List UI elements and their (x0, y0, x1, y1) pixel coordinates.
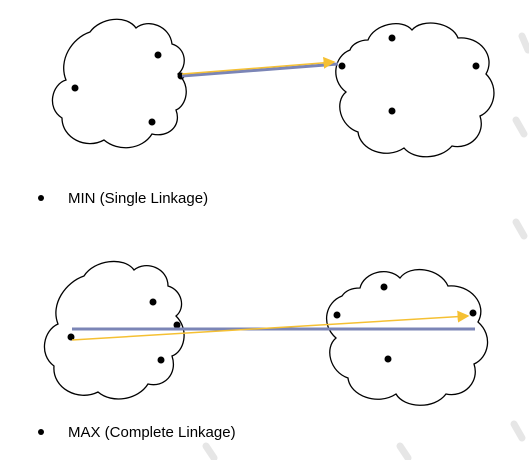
max-panel (43, 260, 489, 406)
cluster-right-bottom (325, 268, 489, 406)
link-blue (181, 62, 339, 78)
link-yellow (71, 310, 470, 341)
min-panel (51, 18, 495, 158)
caption-max-text: MAX (Complete Linkage) (68, 424, 236, 441)
cluster-right-top (335, 22, 495, 158)
point (388, 34, 396, 42)
point (388, 107, 396, 115)
point (67, 333, 75, 341)
point (157, 356, 165, 364)
point (154, 51, 162, 59)
cluster-left-bottom (43, 260, 185, 400)
point (149, 298, 157, 306)
bullet-icon (38, 429, 44, 436)
point (173, 321, 181, 329)
caption-max-complete-linkage: MAX (Complete Linkage) (38, 424, 236, 441)
link-yellow (181, 56, 336, 75)
caption-min-text: MIN (Single Linkage) (68, 190, 209, 207)
point (71, 84, 79, 92)
point (380, 283, 388, 291)
point (333, 311, 341, 319)
caption-min-single-linkage: MIN (Single Linkage) (38, 190, 208, 207)
bullet-icon (38, 195, 44, 202)
point (384, 355, 392, 363)
cluster-left-top (51, 18, 187, 149)
point (472, 62, 480, 70)
decorative-dashes (202, 32, 529, 460)
point (148, 118, 156, 126)
point (469, 309, 477, 317)
point (338, 62, 346, 70)
